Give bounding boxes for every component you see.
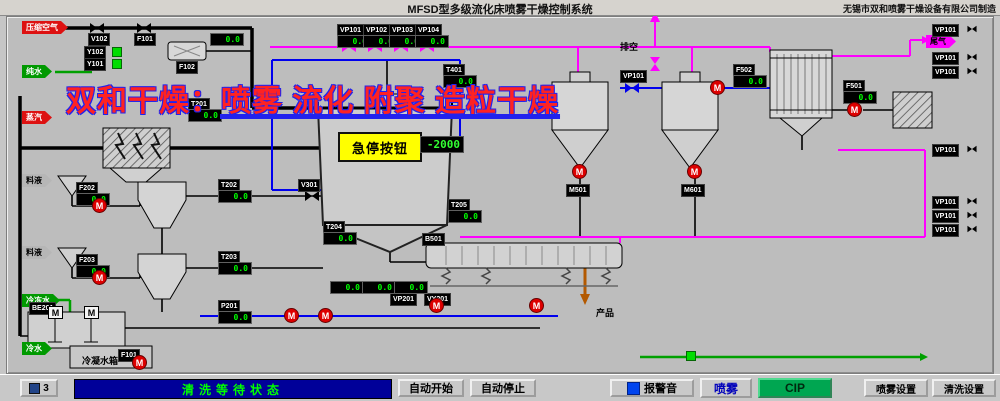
- bottom-control-bar: 3 清洗等待状态 自动开始 自动停止 报警音 喷雾 CIP 喷雾设置 清洗设置: [0, 374, 1000, 401]
- product-line: [580, 268, 590, 305]
- pump-icon[interactable]: M: [92, 198, 107, 213]
- emergency-stop-button[interactable]: 急停按钮: [338, 132, 422, 162]
- value-readout: 0.0: [210, 33, 244, 46]
- value-readout: 0.0: [218, 190, 252, 203]
- value-readout: 0.0: [218, 311, 252, 324]
- source-tag-feed-2: 料液: [22, 246, 52, 259]
- speaker-icon: [627, 381, 640, 395]
- device-label-VP101: VP101: [932, 196, 960, 209]
- pump-icon[interactable]: M: [687, 164, 702, 179]
- device-label-V301: V301: [298, 179, 321, 192]
- value-readout: 0.0: [330, 281, 364, 294]
- value-readout: 0.0: [218, 262, 252, 275]
- clean-settings-button[interactable]: 清洗设置: [932, 379, 996, 397]
- pump-icon[interactable]: M: [572, 164, 587, 179]
- pump-icon[interactable]: M: [529, 298, 544, 313]
- auto-start-button[interactable]: 自动开始: [398, 379, 464, 397]
- chamber-pressure-readout: -2000: [420, 136, 464, 153]
- value-readout: 0.0: [394, 281, 428, 294]
- source-tag-pure-water: 纯水: [22, 65, 52, 78]
- device-label-VP101: VP101: [932, 144, 960, 157]
- source-tag-compressed-air: 压缩空气: [22, 21, 68, 34]
- cyclone-2: [137, 253, 187, 300]
- status-led: [112, 59, 122, 69]
- label-vent: 排空: [620, 42, 639, 52]
- status-led: [112, 47, 122, 57]
- source-tag-cold-water: 冷水: [22, 342, 52, 355]
- device-label-M501: M501: [566, 184, 590, 197]
- source-tag-steam-1: 蒸汽: [22, 111, 52, 124]
- exhaust-filter: [892, 91, 933, 129]
- device-label-VP101: VP101: [932, 66, 960, 79]
- label-product: 产品: [596, 308, 615, 318]
- device-label-F102: F102: [176, 61, 198, 74]
- page-select-button[interactable]: 3: [20, 379, 58, 397]
- source-tag-feed-1: 料液: [22, 174, 52, 187]
- condenser: [769, 49, 833, 137]
- cone-hopper-1: [551, 71, 609, 169]
- green-pipes: [55, 70, 928, 361]
- page-title: MFSD型多级流化床喷雾干燥控制系统: [407, 4, 593, 16]
- black-ducts: [18, 26, 893, 337]
- value-readout: 0.0: [337, 35, 371, 48]
- device-label-VP101: VP101: [932, 24, 960, 37]
- value-readout: 0.0: [448, 210, 482, 223]
- page-icon: [29, 382, 41, 394]
- agitator-motor-icon[interactable]: M: [84, 306, 99, 319]
- device-label-F101: F101: [134, 33, 156, 46]
- value-readout: 0.0: [362, 281, 396, 294]
- device-label-VP101: VP101: [932, 224, 960, 237]
- device-label-VP101: VP101: [932, 52, 960, 65]
- device-label-M601: M601: [681, 184, 705, 197]
- device-label-B501: B501: [422, 233, 445, 246]
- device-label-V102: V102: [88, 33, 111, 46]
- device-label-T202: T202: [218, 179, 240, 192]
- page-number: 3: [43, 382, 49, 394]
- pump-icon[interactable]: M: [429, 298, 444, 313]
- pump-icon[interactable]: M: [847, 102, 862, 117]
- manufacturer-label: 无锡市双和喷雾干燥设备有限公司制造: [842, 4, 996, 14]
- cone-hopper-2: [661, 71, 719, 169]
- title-bar: MFSD型多级流化床喷雾干燥控制系统 无锡市双和喷雾干燥设备有限公司制造: [0, 0, 1000, 16]
- alarm-mute-button[interactable]: 报警音: [610, 379, 694, 397]
- spray-mode-button[interactable]: 喷雾: [700, 378, 752, 398]
- watermark-text: 双和干燥：喷雾 流化 附聚 造粒干燥: [66, 76, 559, 120]
- auto-stop-button[interactable]: 自动停止: [470, 379, 536, 397]
- magenta-pipes: [270, 12, 930, 243]
- value-readout: 0.0: [188, 109, 222, 122]
- inlet-filter: [167, 41, 207, 61]
- value-readout: 0.0: [733, 75, 767, 88]
- cyclone-1: [137, 181, 187, 229]
- spray-settings-button[interactable]: 喷雾设置: [864, 379, 928, 397]
- value-readout: 0.0: [443, 75, 477, 88]
- cip-mode-button[interactable]: CIP: [758, 378, 832, 398]
- agitator-motor-icon[interactable]: M: [48, 306, 63, 319]
- pump-icon[interactable]: M: [284, 308, 299, 323]
- pump-icon[interactable]: M: [92, 270, 107, 285]
- device-label-VP201: VP201: [390, 293, 418, 306]
- pump-icon[interactable]: M: [318, 308, 333, 323]
- status-banner: 清洗等待状态: [74, 379, 392, 399]
- pump-icon[interactable]: M: [710, 80, 725, 95]
- watermark-prefix: 双和干燥：: [66, 85, 221, 118]
- alarm-mute-label: 报警音: [644, 383, 677, 395]
- device-label-VP101: VP101: [620, 70, 648, 83]
- watermark-suffix: 喷雾 流化 附聚 造粒干燥: [221, 85, 560, 118]
- source-tag-tail-gas: 尾气: [926, 35, 956, 48]
- status-led: [686, 351, 696, 361]
- value-readout: 0.0: [843, 91, 877, 104]
- air-heater: [102, 127, 171, 183]
- device-label-VP101: VP101: [932, 210, 960, 223]
- label-condensate-tank: 冷凝水箱: [82, 356, 119, 366]
- value-readout: 0.0: [323, 232, 357, 245]
- device-label-Y101: Y101: [84, 58, 107, 71]
- fluid-bed-conveyor: [425, 242, 623, 287]
- pump-icon[interactable]: M: [132, 355, 147, 370]
- value-readout: 0.0: [415, 35, 449, 48]
